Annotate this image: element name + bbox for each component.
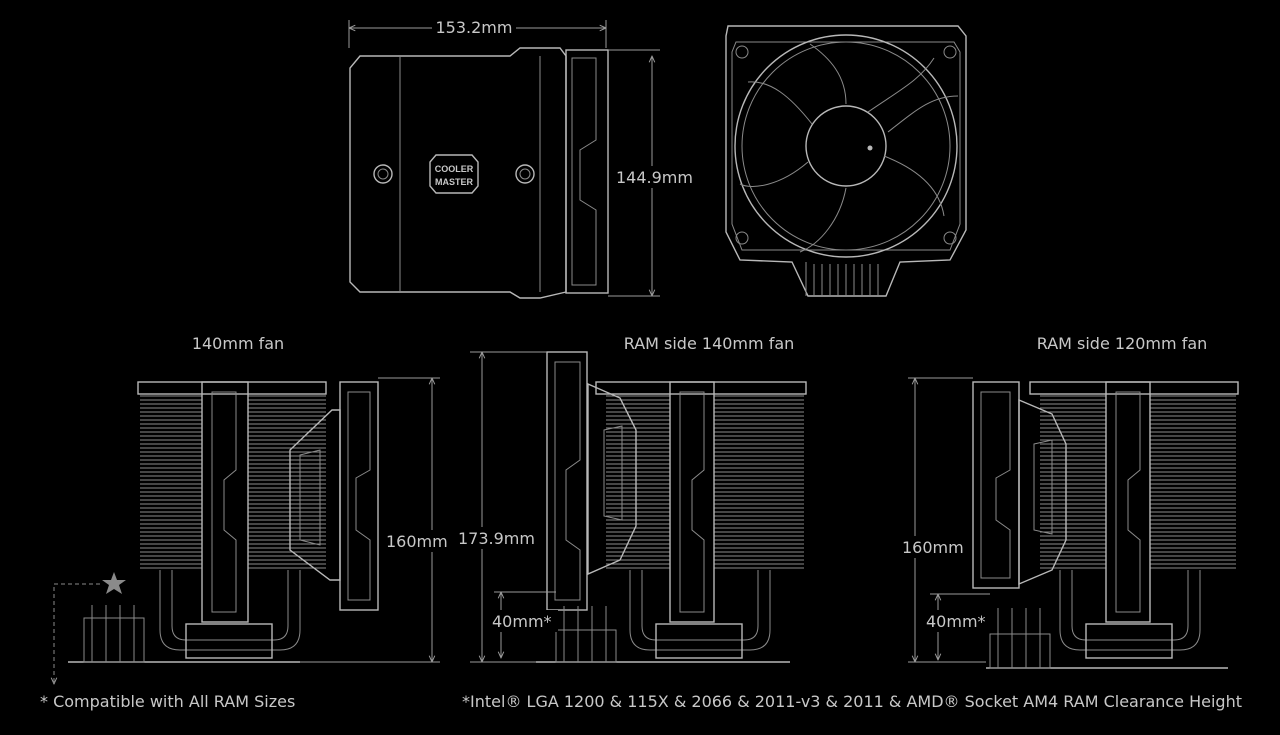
star-icon xyxy=(102,572,126,594)
left-view-title: 140mm fan xyxy=(192,334,284,353)
left-view: 140mm fan 160mm xyxy=(54,334,450,684)
left-height-dimension-label: 160mm xyxy=(386,532,448,551)
heatsink-fins xyxy=(1040,395,1236,569)
middle-clearance-label: 40mm* xyxy=(492,612,552,631)
fan-hub-icon xyxy=(805,105,887,187)
right-view: RAM side 120mm fan 160mm 40mm* xyxy=(900,334,1239,669)
footnote-ram-compatibility: * Compatible with All RAM Sizes xyxy=(40,692,295,711)
middle-view-title: RAM side 140mm fan xyxy=(624,334,795,353)
ram-side-fan-icon xyxy=(546,351,588,611)
heatsink-fins xyxy=(606,395,804,569)
cooler-master-logo-icon: COOLER MASTER xyxy=(429,154,479,194)
height-dimension-label: 144.9mm xyxy=(616,168,693,187)
fan-frame-icon xyxy=(734,34,958,258)
svg-text:COOLER: COOLER xyxy=(435,164,474,174)
middle-view: RAM side 140mm fan 173.9mm 40mm* xyxy=(456,334,807,663)
ram-modules-icon xyxy=(83,605,145,663)
top-front-fan-view xyxy=(725,25,967,297)
footnote-clearance-height: *Intel® LGA 1200 & 115X & 2066 & 2011-v3… xyxy=(462,692,1242,711)
width-dimension-label: 153.2mm xyxy=(436,18,513,37)
side-fan-icon xyxy=(339,381,379,611)
ram-modules-icon xyxy=(989,608,1051,669)
ram-modules-icon xyxy=(555,606,617,663)
svg-text:MASTER: MASTER xyxy=(435,177,474,187)
center-fan-icon xyxy=(669,381,715,623)
heatsink-fins xyxy=(140,395,326,569)
center-fan-icon xyxy=(1105,381,1151,623)
mount-screw-icon xyxy=(373,164,393,184)
middle-height-dimension-label: 173.9mm xyxy=(458,529,535,548)
right-view-title: RAM side 120mm fan xyxy=(1037,334,1208,353)
mount-screw-icon xyxy=(515,164,535,184)
right-height-dimension-label: 160mm xyxy=(902,538,964,557)
right-clearance-label: 40mm* xyxy=(926,612,986,631)
center-fan-icon xyxy=(201,381,249,623)
top-side-view: 153.2mm COOLER MASTER 144.9mm xyxy=(349,17,693,299)
